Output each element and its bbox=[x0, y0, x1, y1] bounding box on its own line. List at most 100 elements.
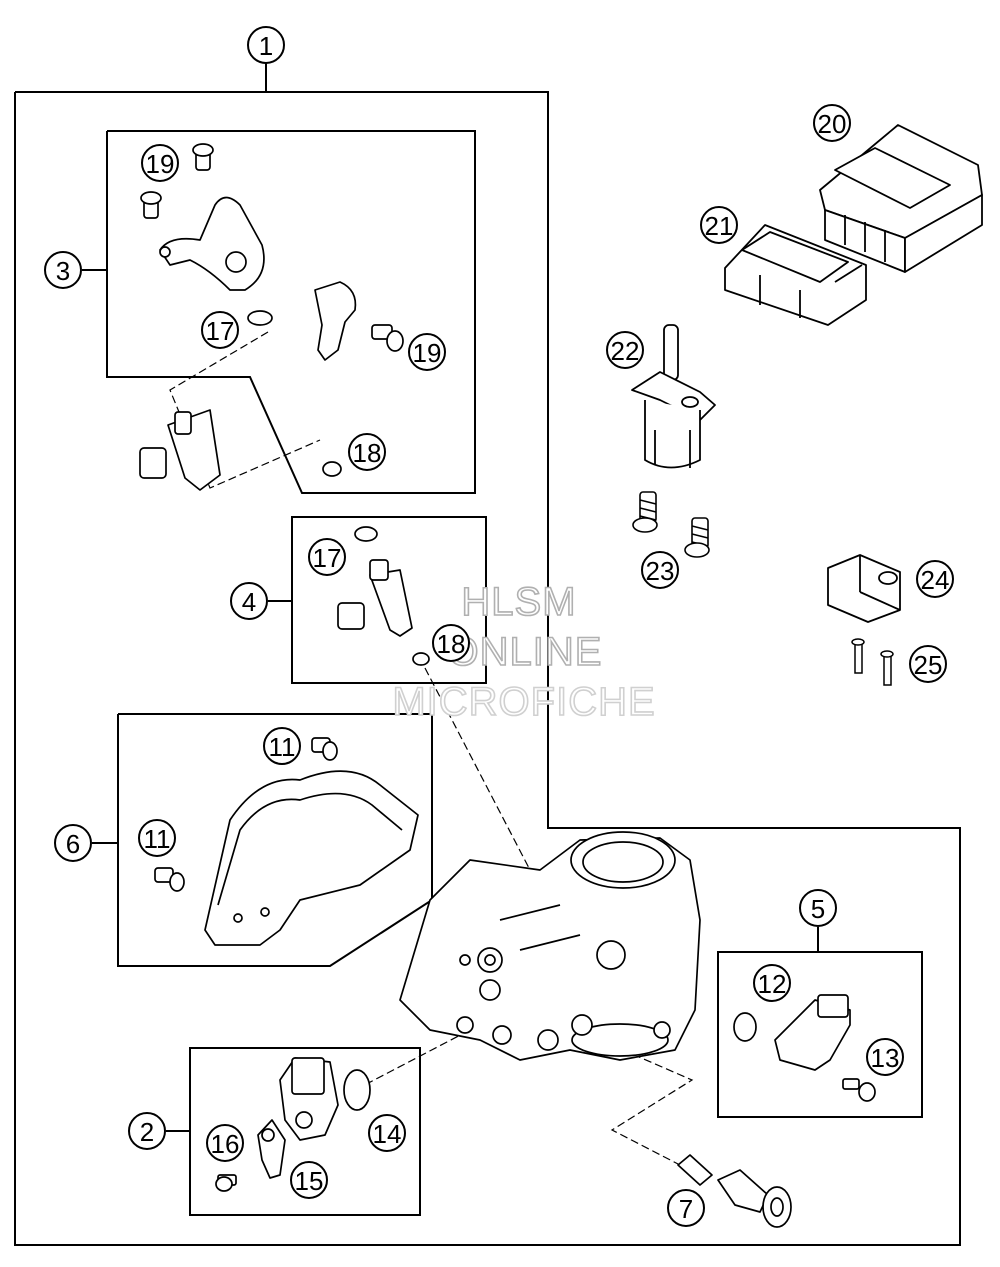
group-3-box bbox=[106, 130, 476, 494]
throttle-body bbox=[399, 831, 701, 1061]
callout-number: 15 bbox=[295, 1166, 324, 1196]
callout-circle bbox=[753, 964, 791, 1002]
callout-circle bbox=[348, 433, 386, 471]
callout-number: 11 bbox=[269, 732, 296, 762]
callout-circle bbox=[916, 560, 954, 598]
callout-c18b: 18 bbox=[432, 624, 470, 662]
callout-c15: 15 bbox=[290, 1161, 328, 1199]
callout-c22: 22 bbox=[606, 331, 644, 369]
screws-25 bbox=[851, 638, 894, 686]
watermark-line-1: HLSM bbox=[461, 580, 576, 624]
callout-circle bbox=[799, 889, 837, 927]
callout-circle bbox=[813, 104, 851, 142]
group-6-box bbox=[117, 713, 433, 967]
callout-circle bbox=[54, 824, 92, 862]
callout-c16: 16 bbox=[206, 1124, 244, 1162]
callout-c19a: 19 bbox=[141, 144, 179, 182]
callout-circle bbox=[432, 624, 470, 662]
callout-circle bbox=[138, 819, 176, 857]
callout-c14: 14 bbox=[368, 1114, 406, 1152]
injector-group-4 bbox=[337, 526, 430, 666]
callout-circle bbox=[308, 538, 346, 576]
callout-c17a: 17 bbox=[201, 311, 239, 349]
watermark: HLSM ONLINE MICROFICHE bbox=[392, 579, 656, 725]
callout-number: 2 bbox=[140, 1117, 154, 1147]
callout-circle bbox=[247, 26, 285, 64]
callout-c4: 4 bbox=[230, 582, 268, 620]
callout-circle bbox=[263, 727, 301, 765]
callout-number: 20 bbox=[818, 109, 847, 139]
callout-number: 17 bbox=[206, 316, 235, 346]
callout-circle bbox=[201, 311, 239, 349]
callout-number: 17 bbox=[313, 543, 342, 573]
callout-c12: 12 bbox=[753, 964, 791, 1002]
callout-number: 4 bbox=[242, 587, 256, 617]
callout-number: 11 bbox=[144, 824, 171, 854]
callout-circle bbox=[700, 206, 738, 244]
callout-circle bbox=[141, 144, 179, 182]
sensor-group-5 bbox=[733, 994, 876, 1102]
callout-number: 21 bbox=[705, 211, 734, 241]
callout-number: 24 bbox=[921, 565, 950, 595]
callout-circle bbox=[667, 1189, 705, 1227]
callout-number: 6 bbox=[66, 829, 80, 859]
callout-number: 3 bbox=[56, 256, 70, 286]
sensor-22 bbox=[631, 324, 716, 469]
callout-number: 19 bbox=[146, 149, 175, 179]
callout-number: 7 bbox=[679, 1194, 693, 1224]
callout-c18a: 18 bbox=[348, 433, 386, 471]
callout-circle bbox=[606, 331, 644, 369]
callout-number: 19 bbox=[413, 338, 442, 368]
callout-c1: 1 bbox=[247, 26, 285, 64]
relay-21 bbox=[724, 224, 867, 326]
sensor-24 bbox=[827, 554, 901, 623]
callout-circle bbox=[408, 333, 446, 371]
callout-number: 18 bbox=[353, 438, 382, 468]
callout-c7: 7 bbox=[667, 1189, 705, 1227]
callout-c23: 23 bbox=[641, 551, 679, 589]
callout-c20: 20 bbox=[813, 104, 851, 142]
callout-number: 25 bbox=[914, 650, 943, 680]
callout-circle bbox=[866, 1038, 904, 1076]
callout-c17b: 17 bbox=[308, 538, 346, 576]
callout-number: 23 bbox=[646, 556, 675, 586]
callout-number: 13 bbox=[871, 1043, 900, 1073]
callout-number: 14 bbox=[373, 1119, 402, 1149]
callout-circle bbox=[290, 1161, 328, 1199]
sensor-group-2 bbox=[215, 1057, 371, 1192]
bracket-group-3 bbox=[139, 143, 404, 491]
callout-number: 5 bbox=[811, 894, 825, 924]
watermark-line-2: ONLINE bbox=[448, 630, 603, 674]
callout-c19b: 19 bbox=[408, 333, 446, 371]
callout-circle bbox=[230, 582, 268, 620]
callout-circle bbox=[206, 1124, 244, 1162]
callout-c25: 25 bbox=[909, 645, 947, 683]
idle-valve-7 bbox=[677, 1154, 792, 1228]
callout-number: 22 bbox=[611, 336, 640, 366]
callout-circle bbox=[128, 1112, 166, 1150]
callout-c5: 5 bbox=[799, 889, 837, 927]
callout-c11b: 11 bbox=[138, 819, 176, 857]
callout-c11a: 11 bbox=[263, 727, 301, 765]
callouts: 1234567111112131415161717181819192021222… bbox=[44, 26, 954, 1227]
ecu-20 bbox=[819, 124, 983, 273]
screws-23 bbox=[632, 491, 710, 558]
callout-circle bbox=[368, 1114, 406, 1152]
assembly-dash-lines bbox=[169, 331, 694, 1166]
watermark-line-3: MICROFICHE bbox=[392, 680, 655, 724]
callout-number: 18 bbox=[437, 629, 466, 659]
callout-circle bbox=[641, 551, 679, 589]
callout-c6: 6 bbox=[54, 824, 92, 862]
cover-group-6 bbox=[154, 737, 419, 946]
callout-number: 12 bbox=[758, 969, 787, 999]
callout-c2: 2 bbox=[128, 1112, 166, 1150]
callout-c13: 13 bbox=[866, 1038, 904, 1076]
assembly-1-outline bbox=[14, 91, 961, 1246]
callout-c21: 21 bbox=[700, 206, 738, 244]
callout-c3: 3 bbox=[44, 251, 82, 289]
callout-c24: 24 bbox=[916, 560, 954, 598]
callout-circle bbox=[44, 251, 82, 289]
callout-number: 16 bbox=[211, 1129, 240, 1159]
callout-number: 1 bbox=[259, 31, 273, 61]
